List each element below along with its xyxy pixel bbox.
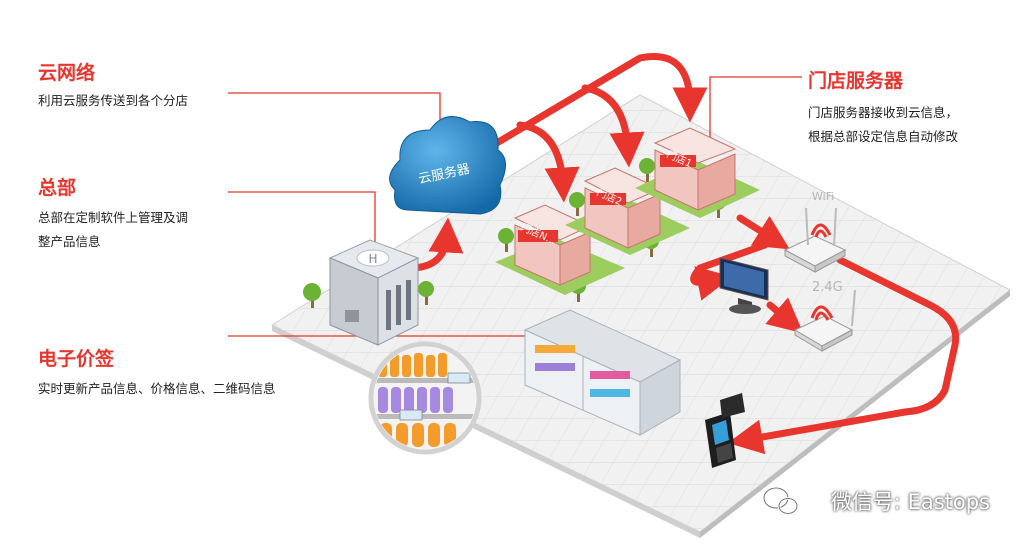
cloud-leader-line	[228, 92, 441, 125]
esl-magnifier	[368, 341, 482, 455]
store-to-monitor-arrow	[690, 241, 769, 301]
monitor-to-ap-arrow	[765, 297, 804, 334]
cloud-to-storeN-arrow	[516, 121, 580, 203]
cloud-server: 云服务器	[389, 116, 506, 215]
cloud-network-label: 云网络 利用云服务传送到各个分店	[38, 58, 188, 113]
store-1: 门店1	[635, 127, 760, 218]
cloud-network-title: 云网络	[38, 62, 96, 84]
wifi-to-terminal-arrow	[727, 256, 960, 455]
store-server-label: 门店服务器 门店服务器接收到云信息， 根据总部设定信息自动修改	[808, 66, 958, 149]
wechat-icon	[762, 486, 799, 515]
monitor	[719, 257, 769, 314]
wifi-router: WiFi	[783, 190, 847, 273]
store-to-wifi-arrow	[736, 214, 790, 250]
store-server-desc-line1: 门店服务器接收到云信息，	[808, 105, 959, 120]
cloud-network-desc: 利用云服务传送到各个分店	[38, 93, 189, 108]
helipad-label: H	[368, 252, 377, 266]
headquarters-label: 总部 总部在定制软件上管理及调 整产品信息	[38, 173, 188, 254]
band-label: 2.4G	[812, 280, 843, 295]
cloud-to-store1-arrow	[481, 53, 708, 154]
headquarters-desc-line1: 总部在定制软件上管理及调	[38, 210, 189, 225]
handheld-terminal	[705, 393, 745, 468]
hq-leader-line	[228, 191, 376, 245]
esl-label: 电子价签 实时更新产品信息、价格信息、二维码信息	[38, 344, 276, 401]
store-server-title: 门店服务器	[808, 70, 904, 92]
esl-title: 电子价签	[38, 348, 115, 370]
headquarters-building: H	[328, 239, 420, 346]
esl-desc: 实时更新产品信息、价格信息、二维码信息	[38, 381, 276, 396]
wifi-label: WiFi	[812, 190, 834, 203]
store-n: 门店N...	[495, 204, 625, 295]
cloud-to-store2-arrow	[581, 84, 645, 168]
store-shelves	[523, 309, 682, 436]
store-server-desc-line2: 根据总部设定信息自动修改	[808, 129, 959, 144]
headquarters-desc-line2: 整产品信息	[38, 234, 101, 249]
headquarters-title: 总部	[38, 177, 77, 199]
store-server-leader-line	[709, 76, 802, 140]
store-2: 门店2	[565, 167, 690, 255]
access-point: 2.4G	[793, 280, 856, 352]
watermark-text: 微信号: Eastops	[830, 490, 990, 514]
